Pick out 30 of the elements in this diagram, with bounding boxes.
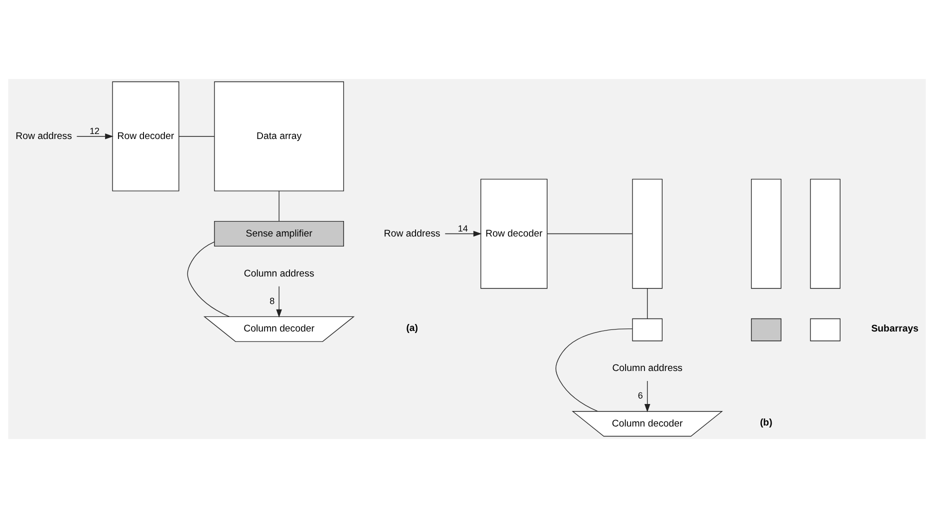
node-box: Data array: [214, 80, 344, 191]
edge-label: 8: [270, 295, 275, 306]
edge-label: 12: [90, 125, 100, 136]
node-box: [632, 318, 663, 341]
connector: [546, 232, 633, 234]
arrow: [76, 132, 114, 139]
label: (a): [406, 322, 418, 334]
edge-label: 14: [458, 222, 468, 233]
node-text: Column address: [244, 268, 314, 279]
connector: [647, 288, 648, 319]
node-box: [810, 178, 840, 288]
connector: [278, 190, 280, 222]
node-box: Sense amplifier: [214, 220, 344, 246]
connector: [187, 241, 230, 317]
node-text: Column address: [612, 362, 682, 374]
node-box: [751, 318, 782, 341]
edge-label: 6: [638, 390, 643, 400]
arrow: [444, 230, 482, 236]
node-box: [632, 178, 663, 288]
node-box: Row decoder: [112, 80, 180, 191]
node-box: Row decoder: [480, 178, 548, 288]
label: Subarrays: [871, 323, 918, 334]
node-text: Row address: [16, 130, 72, 142]
label: (b): [760, 417, 772, 428]
arrow: [276, 286, 282, 318]
connector: [556, 328, 633, 412]
node-box: [751, 178, 782, 288]
node-box: [810, 318, 840, 341]
arrow: [644, 380, 650, 412]
node-text: Row address: [384, 228, 440, 239]
